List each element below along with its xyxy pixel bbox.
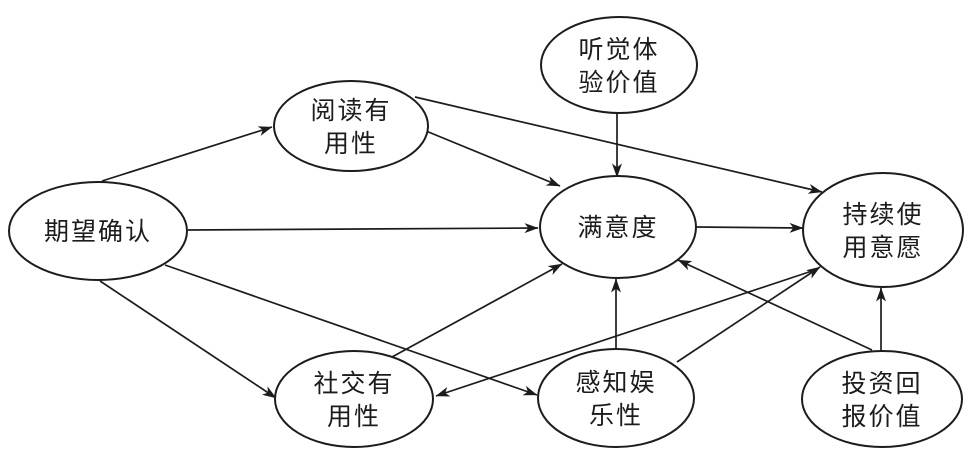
edges-layer [99,96,886,399]
edge-social-usefulness--satisfaction [391,263,563,358]
node-ellipse-reading-usefulness [273,80,429,172]
edge-expectation-confirmation--satisfaction [187,223,539,234]
edge-satisfaction--continuance-intention [695,222,804,233]
node-ellipse-expectation-confirmation [8,181,188,281]
edge-reading-usefulness--satisfaction [425,130,561,187]
edge-expectation-confirmation--social-usefulness [99,280,277,399]
edge-investment-return-value--satisfaction [677,259,873,351]
node-label-expectation-confirmation: 期望确认 [44,218,152,246]
node-label-perceived-entertainment: 感知娱乐性 [575,369,656,430]
node-ellipse-satisfaction [539,175,697,279]
edge-reading-usefulness--continuance-intention [414,96,823,194]
edge-expectation-confirmation--perceived-entertainment [164,264,538,396]
node-ellipse-continuance-intention [802,172,964,288]
edge-social-usefulness--continuance-intention [435,270,813,397]
node-social-usefulness: 社交有用性 [274,350,434,448]
node-label-satisfaction: 满意度 [577,214,658,242]
node-label-investment-return-value: 投资回报价值 [841,370,922,431]
node-auditory-experience-value: 听觉体验价值 [540,16,698,114]
edge-perceived-entertainment--continuance-intention [676,266,821,363]
node-ellipse-social-usefulness [274,350,434,448]
node-investment-return-value: 投资回报价值 [801,350,963,448]
node-ellipse-investment-return-value [801,350,963,448]
node-label-reading-usefulness: 阅读有用性 [310,97,391,158]
node-label-auditory-experience-value: 听觉体验价值 [578,36,659,97]
node-expectation-confirmation: 期望确认 [8,181,188,281]
node-ellipse-perceived-entertainment [537,348,695,448]
node-label-social-usefulness: 社交有用性 [313,370,394,431]
node-perceived-entertainment: 感知娱乐性 [537,348,695,448]
node-reading-usefulness: 阅读有用性 [273,80,429,172]
node-continuance-intention: 持续使用意愿 [802,172,964,288]
node-ellipse-auditory-experience-value [540,16,698,114]
edge-expectation-confirmation--reading-usefulness [101,126,273,182]
node-label-continuance-intention: 持续使用意愿 [842,201,923,262]
node-satisfaction: 满意度 [539,175,697,279]
